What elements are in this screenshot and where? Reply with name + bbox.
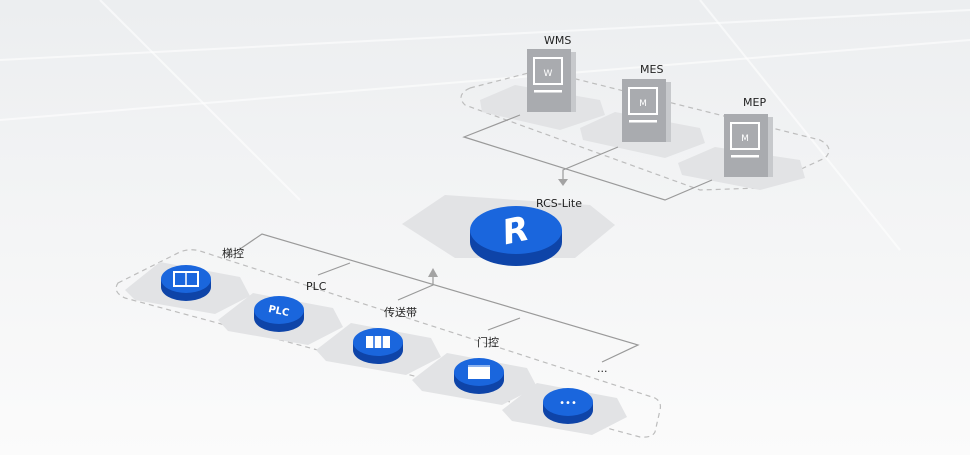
conveyor-node[interactable] bbox=[353, 328, 403, 364]
more-label: ... bbox=[597, 362, 608, 375]
mes-label: MES bbox=[640, 63, 663, 76]
wms-label: WMS bbox=[544, 34, 571, 47]
mes-glyph: M bbox=[639, 99, 647, 109]
lower-group-outline bbox=[115, 249, 662, 438]
wms-system[interactable]: W bbox=[527, 49, 576, 112]
elevator-icon bbox=[173, 271, 199, 287]
more-node[interactable]: ••• bbox=[543, 388, 593, 424]
door-label: 门控 bbox=[477, 335, 499, 349]
plc-node[interactable]: PLC bbox=[254, 296, 304, 332]
mep-label: MEP bbox=[743, 96, 766, 109]
conveyor-label: 传送带 bbox=[384, 305, 417, 319]
arrow-down-icon bbox=[558, 179, 568, 186]
elevator-node[interactable] bbox=[161, 265, 211, 301]
more-icon: ••• bbox=[559, 398, 577, 409]
mep-system[interactable]: M bbox=[724, 114, 773, 177]
arrow-up-icon bbox=[428, 268, 438, 277]
upper-connectors bbox=[462, 114, 713, 201]
rcs-lite-node[interactable]: R bbox=[470, 206, 562, 266]
plc-icon: PLC bbox=[267, 304, 290, 319]
mep-glyph: M bbox=[741, 134, 749, 144]
door-node[interactable] bbox=[454, 358, 504, 394]
elevator-label: 梯控 bbox=[222, 246, 244, 260]
background-warehouse bbox=[0, 0, 970, 250]
plc-label: PLC bbox=[306, 280, 327, 293]
mes-system[interactable]: M bbox=[622, 79, 671, 142]
door-icon bbox=[468, 365, 490, 379]
wms-glyph: W bbox=[544, 69, 553, 79]
rcs-label: RCS-Lite bbox=[536, 197, 582, 210]
conveyor-icon bbox=[366, 336, 390, 348]
lower-connectors bbox=[239, 233, 640, 363]
upper-group-outline bbox=[460, 69, 830, 191]
